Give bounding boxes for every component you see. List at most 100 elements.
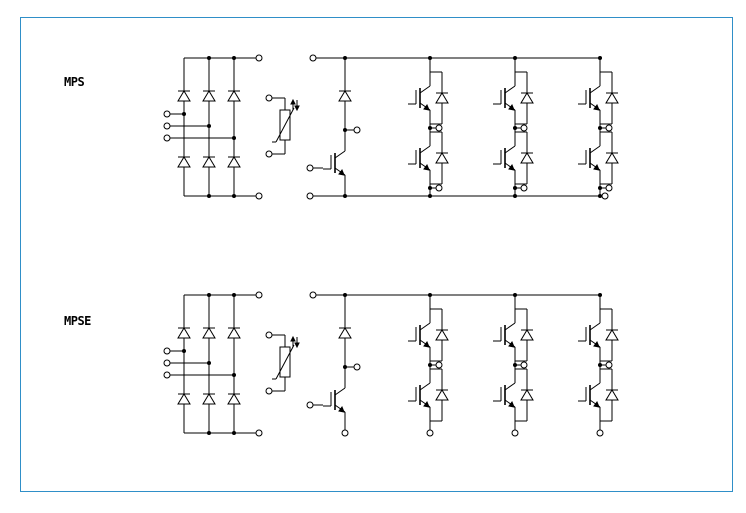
inverter-bridge: [341, 293, 619, 437]
diode-triangle: [227, 327, 241, 339]
inverter-leg-2: [493, 293, 534, 437]
junction-dot: [207, 431, 211, 435]
diode: [227, 90, 241, 102]
terminal: [265, 331, 273, 339]
diode-triangle: [177, 393, 191, 405]
terminal: [255, 54, 263, 62]
junction-dot: [207, 124, 211, 128]
diode-triangle: [605, 389, 619, 401]
diode: [227, 327, 241, 339]
module-label-mps: MPS: [64, 75, 85, 89]
igbt-transistor: [408, 128, 431, 188]
terminal: [163, 134, 171, 142]
terminal: [163, 359, 171, 367]
igbt-transistor: [493, 128, 516, 188]
wire: [589, 382, 601, 391]
terminal: [605, 361, 613, 369]
terminal: [601, 192, 609, 200]
igbt-with-diode: [493, 68, 534, 128]
diode: [520, 152, 534, 164]
diode-triangle: [520, 329, 534, 341]
terminal: [520, 184, 528, 192]
wire: [334, 150, 346, 159]
diode-triangle: [520, 389, 534, 401]
diode-triangle: [605, 92, 619, 104]
diode-triangle: [520, 92, 534, 104]
igbt-transistor: [493, 305, 516, 365]
emitter-arrow: [508, 400, 515, 408]
diode-triangle: [435, 152, 449, 164]
diode: [605, 92, 619, 104]
diode: [177, 393, 191, 405]
junction-dot: [232, 136, 236, 140]
emitter-arrow: [423, 340, 430, 348]
diode: [202, 156, 216, 168]
diode-triangle: [227, 90, 241, 102]
module-label-mpse: MPSE: [64, 314, 91, 328]
igbt-transistor: [578, 365, 601, 425]
igbt-with-diode: [408, 128, 449, 188]
wire: [589, 85, 601, 94]
wire: [419, 322, 431, 331]
igbt-transistor: [578, 305, 601, 365]
terminal: [306, 401, 314, 409]
ntc-thermistor: [265, 94, 300, 158]
diode-triangle: [202, 156, 216, 168]
terminal: [306, 192, 314, 200]
mpse-schematic: [163, 291, 619, 437]
diode: [520, 92, 534, 104]
diode-triangle: [227, 156, 241, 168]
igbt-with-diode: [578, 365, 619, 425]
terminal: [255, 429, 263, 437]
emitter-arrow: [508, 163, 515, 171]
rectifier-bridge: [163, 54, 263, 200]
terminal: [265, 150, 273, 158]
terminal: [520, 124, 528, 132]
junction-dot: [207, 361, 211, 365]
terminal: [605, 184, 613, 192]
terminal: [255, 192, 263, 200]
junction-dot: [343, 194, 347, 198]
emitter-arrow: [593, 400, 600, 408]
diagram-frame: [20, 17, 733, 492]
igbt-with-diode: [408, 305, 449, 365]
diode-triangle: [177, 156, 191, 168]
temp-arrow-up: [290, 335, 296, 342]
wire: [504, 85, 516, 94]
diode-triangle: [605, 152, 619, 164]
temp-arrow-down: [294, 105, 300, 112]
wire: [419, 145, 431, 154]
diode-triangle: [177, 90, 191, 102]
diode-triangle: [338, 327, 352, 339]
igbt-with-diode: [493, 128, 534, 188]
diode-triangle: [177, 327, 191, 339]
inverter-leg-1: [408, 293, 449, 437]
diode-triangle: [227, 393, 241, 405]
junction-dot: [232, 431, 236, 435]
terminal: [353, 126, 361, 134]
terminal: [520, 361, 528, 369]
emitter-arrow: [338, 405, 345, 413]
wire: [504, 145, 516, 154]
emitter-arrow: [423, 400, 430, 408]
junction-dot: [343, 56, 347, 60]
diode: [338, 90, 352, 102]
igbt-with-diode: [578, 68, 619, 128]
junction-dot: [343, 293, 347, 297]
terminal: [435, 361, 443, 369]
junction-dot: [182, 349, 186, 353]
wire: [275, 344, 295, 380]
terminal: [309, 291, 317, 299]
igbt-transistor: [408, 305, 431, 365]
diode: [177, 327, 191, 339]
diode-triangle: [338, 90, 352, 102]
igbt-transistor: [578, 68, 601, 128]
diode: [605, 329, 619, 341]
terminal: [426, 429, 434, 437]
junction-dot: [232, 373, 236, 377]
diode-triangle: [202, 393, 216, 405]
temp-arrow-up: [290, 98, 296, 105]
terminal: [511, 429, 519, 437]
emitter-arrow: [423, 103, 430, 111]
